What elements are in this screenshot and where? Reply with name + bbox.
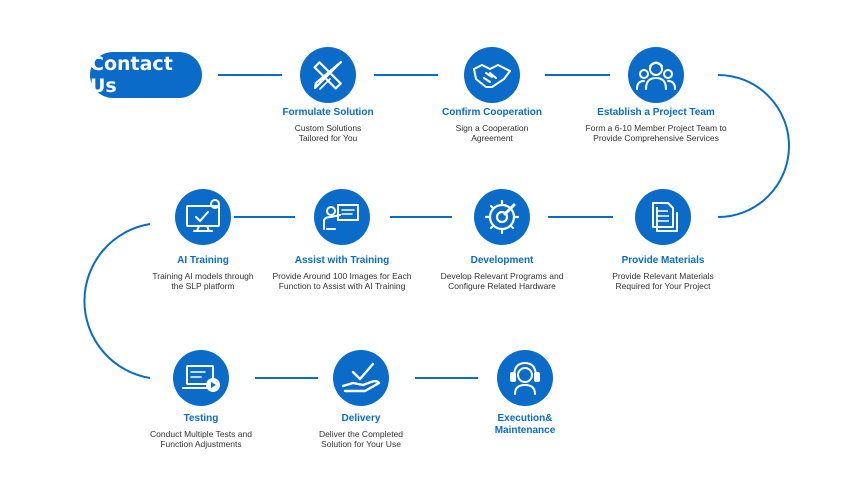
step-formulate-solution: Formulate Solution Custom Solutions Tail…: [233, 107, 423, 143]
step-delivery: Delivery Deliver the Completed Solution …: [266, 413, 456, 449]
step-description: Form a 6-10 Member Project Team to Provi…: [585, 123, 727, 143]
step-title: Provide Materials: [621, 255, 705, 266]
step-description: Training AI models through the SLP platf…: [152, 271, 254, 291]
step-description: Conduct Multiple Tests and Function Adju…: [150, 429, 252, 449]
step-title: Execution& Maintenance: [494, 413, 556, 436]
contact-us-button[interactable]: Contact Us: [90, 52, 202, 98]
step-description: Sign a Cooperation Agreement: [455, 123, 529, 143]
step-assist-training: Assist with Training Provide Around 100 …: [247, 255, 437, 291]
step-description: Custom Solutions Tailored for You: [294, 123, 362, 143]
team-icon: [628, 47, 684, 103]
step-title: Confirm Cooperation: [442, 107, 542, 118]
step-confirm-cooperation: Confirm Cooperation Sign a Cooperation A…: [397, 107, 587, 143]
step-execution-maintenance: Execution& Maintenance: [430, 413, 620, 437]
step-description: Deliver the Completed Solution for Your …: [318, 429, 404, 449]
step-title: Formulate Solution: [282, 107, 374, 118]
handshake-icon: [464, 47, 520, 103]
step-establish-team: Establish a Project Team Form a 6-10 Mem…: [561, 107, 751, 143]
laptop-video-icon: [173, 350, 229, 406]
documents-icon: [635, 189, 691, 245]
headset-support-icon: [497, 350, 553, 406]
step-description: Develop Relevant Programs and Configure …: [440, 271, 564, 291]
ai-monitor-icon: [175, 189, 231, 245]
step-title: Development: [470, 255, 534, 266]
step-description: Provide Around 100 Images for Each Funct…: [272, 271, 412, 291]
step-title: Establish a Project Team: [597, 107, 715, 118]
step-provide-materials: Provide Materials Provide Relevant Mater…: [568, 255, 758, 291]
step-development: Development Develop Relevant Programs an…: [407, 255, 597, 291]
presenter-board-icon: [314, 189, 370, 245]
step-testing: Testing Conduct Multiple Tests and Funct…: [106, 413, 296, 449]
step-description: Provide Relevant Materials Required for …: [612, 271, 714, 291]
step-title: AI Training: [177, 255, 229, 266]
step-title: Assist with Training: [294, 255, 390, 266]
step-ai-training: AI Training Training AI models through t…: [108, 255, 298, 291]
hand-check-icon: [333, 350, 389, 406]
pencil-ruler-icon: [300, 47, 356, 103]
step-title: Delivery: [341, 413, 381, 424]
step-title: Testing: [183, 413, 219, 424]
wrench-gear-icon: [474, 189, 530, 245]
